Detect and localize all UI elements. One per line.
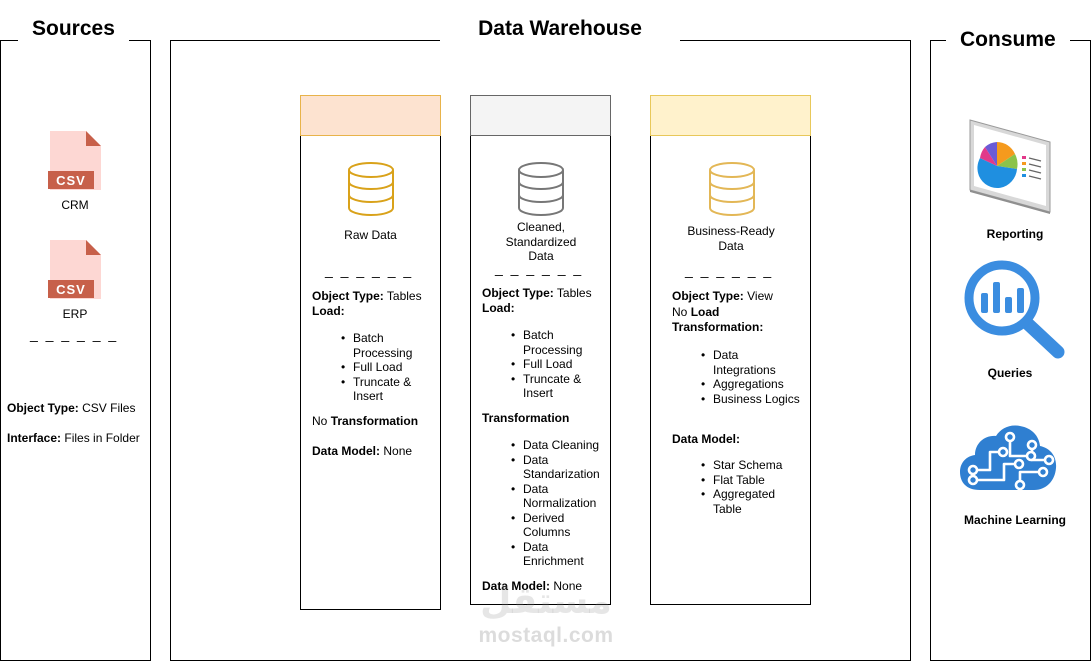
bronze-data-model: Data Model: None [312, 444, 413, 458]
list-item: Batch Processing [511, 328, 603, 357]
silver-load-list: Batch Processing Full Load Truncate & In… [511, 328, 603, 401]
list-item: Data Standarization [511, 453, 608, 482]
database-icon [709, 162, 755, 216]
list-item: Data Integrations [701, 348, 803, 377]
sources-object-type: Object Type: CSV Files [7, 401, 136, 415]
list-item: Derived Columns [511, 511, 608, 540]
sources-title: Sources [18, 17, 129, 41]
gold-layer-name: Business-Ready Data [687, 224, 775, 253]
gold-header [650, 95, 811, 136]
consume-title: Consume [946, 28, 1070, 52]
list-item: Aggregated Table [701, 487, 803, 516]
list-item: Full Load [341, 360, 433, 375]
gold-divider: _ _ _ _ _ _ [685, 262, 774, 278]
bronze-load-list: Batch Processing Full Load Truncate & In… [341, 331, 433, 404]
watermark-latin: mostaql.com [478, 624, 614, 647]
consume-ml-label: Machine Learning [963, 513, 1067, 527]
silver-layer-name: Cleaned, Standardized Data [505, 220, 577, 263]
silver-load-heading: Load: [482, 301, 515, 315]
sources-interface: Interface: Files in Folder [7, 431, 140, 445]
watermark-arabic: مستقل [480, 581, 612, 622]
brain-circuit-icon [960, 425, 1057, 491]
report-dashboard-icon [969, 119, 1051, 214]
list-item: Flat Table [701, 473, 803, 488]
silver-data-model: Data Model: None [482, 579, 583, 593]
magnifier-chart-icon [964, 260, 1065, 359]
silver-header [470, 95, 611, 136]
list-item: Business Logics [701, 392, 803, 407]
gold-layer: Business-Ready Data _ _ _ _ _ _ Object T… [650, 95, 811, 605]
list-item: Aggregations [701, 377, 803, 392]
bronze-header [300, 95, 441, 136]
consume-queries-label: Queries [987, 366, 1033, 380]
csv-badge: CSV [56, 173, 86, 188]
csv-badge: CSV [56, 282, 86, 297]
warehouse-title: Data Warehouse [440, 17, 680, 41]
silver-transformation-heading: Transformation [482, 411, 570, 425]
gold-object-type: Object Type: View [672, 289, 773, 303]
consume-reporting-label: Reporting [986, 227, 1044, 241]
list-item: Batch Processing [341, 331, 433, 360]
database-icon [348, 162, 394, 216]
silver-object-type: Object Type: Tables [482, 286, 592, 300]
silver-transform-list: Data Cleaning Data Standarization Data N… [511, 438, 608, 569]
gold-transformation-heading: Transformation: [672, 320, 764, 334]
bronze-transformation: No Transformation [312, 414, 419, 428]
source-crm-label: CRM [61, 198, 89, 212]
list-item: Full Load [511, 357, 603, 372]
gold-load: No Load [672, 305, 720, 319]
list-item: Data Enrichment [511, 540, 608, 569]
list-item: Data Normalization [511, 482, 608, 511]
silver-layer: Cleaned, Standardized Data _ _ _ _ _ _ O… [470, 95, 611, 605]
gold-data-model-heading: Data Model: [672, 432, 741, 446]
list-item: Star Schema [701, 458, 803, 473]
csv-file-icon [48, 131, 101, 190]
sources-divider: _ _ _ _ _ _ [30, 326, 119, 342]
list-item: Truncate & Insert [341, 375, 433, 404]
gold-transform-list: Data Integrations Aggregations Business … [701, 348, 803, 407]
csv-file-icon [48, 240, 101, 299]
bronze-object-type: Object Type: Tables [312, 289, 422, 303]
bronze-divider: _ _ _ _ _ _ [325, 262, 414, 278]
source-erp-label: ERP [62, 307, 88, 321]
list-item: Data Cleaning [511, 438, 608, 453]
gold-model-list: Star Schema Flat Table Aggregated Table [701, 458, 803, 516]
bronze-layer-name: Raw Data [344, 228, 397, 242]
bronze-layer: Raw Data _ _ _ _ _ _ Object Type: Tables… [300, 95, 441, 610]
database-icon [518, 162, 564, 216]
list-item: Truncate & Insert [511, 372, 603, 401]
bronze-load-heading: Load: [312, 304, 345, 318]
silver-divider: _ _ _ _ _ _ [495, 260, 584, 276]
